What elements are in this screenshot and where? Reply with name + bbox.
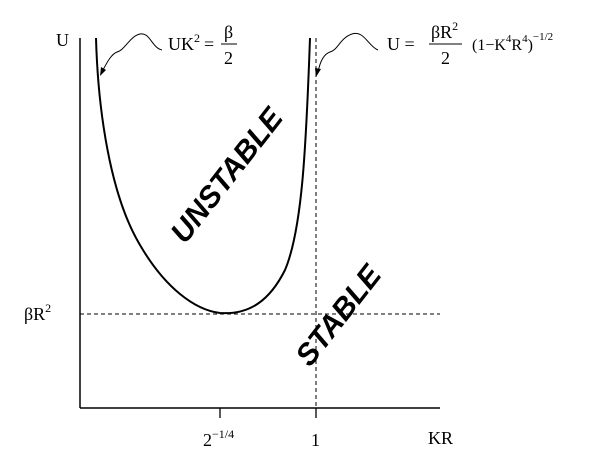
right-equation-factor: (1−K4R4)−1/2 — [472, 31, 553, 54]
left-equation-denominator: 2 — [224, 48, 233, 68]
x-tick-label-two-pow: 2−1/4 — [203, 427, 234, 450]
right-equation-numerator: βR2 — [431, 19, 458, 42]
y-tick-label-beta-r2: βR2 — [24, 301, 51, 324]
left-equation-numerator: β — [224, 22, 233, 42]
left-arrowhead — [100, 67, 106, 76]
x-tick-label-one: 1 — [311, 430, 320, 450]
left-annotation-arrow — [101, 33, 163, 73]
right-equation-lhs: U = — [387, 34, 415, 54]
x-axis-label: KR — [428, 428, 453, 448]
y-axis-label: U — [56, 30, 69, 50]
right-arrowhead — [315, 68, 321, 77]
right-equation-denominator: 2 — [441, 48, 450, 68]
right-equation: U = βR2 2 (1−K4R4)−1/2 — [387, 19, 553, 68]
right-annotation-arrow — [317, 32, 379, 73]
stability-curve — [95, 37, 311, 315]
left-equation-lhs: UK2= — [168, 31, 214, 54]
unstable-region-label: UNSTABLE — [165, 101, 291, 249]
stable-region-label: STABLE — [290, 258, 389, 372]
left-equation: UK2= β 2 — [168, 22, 237, 68]
